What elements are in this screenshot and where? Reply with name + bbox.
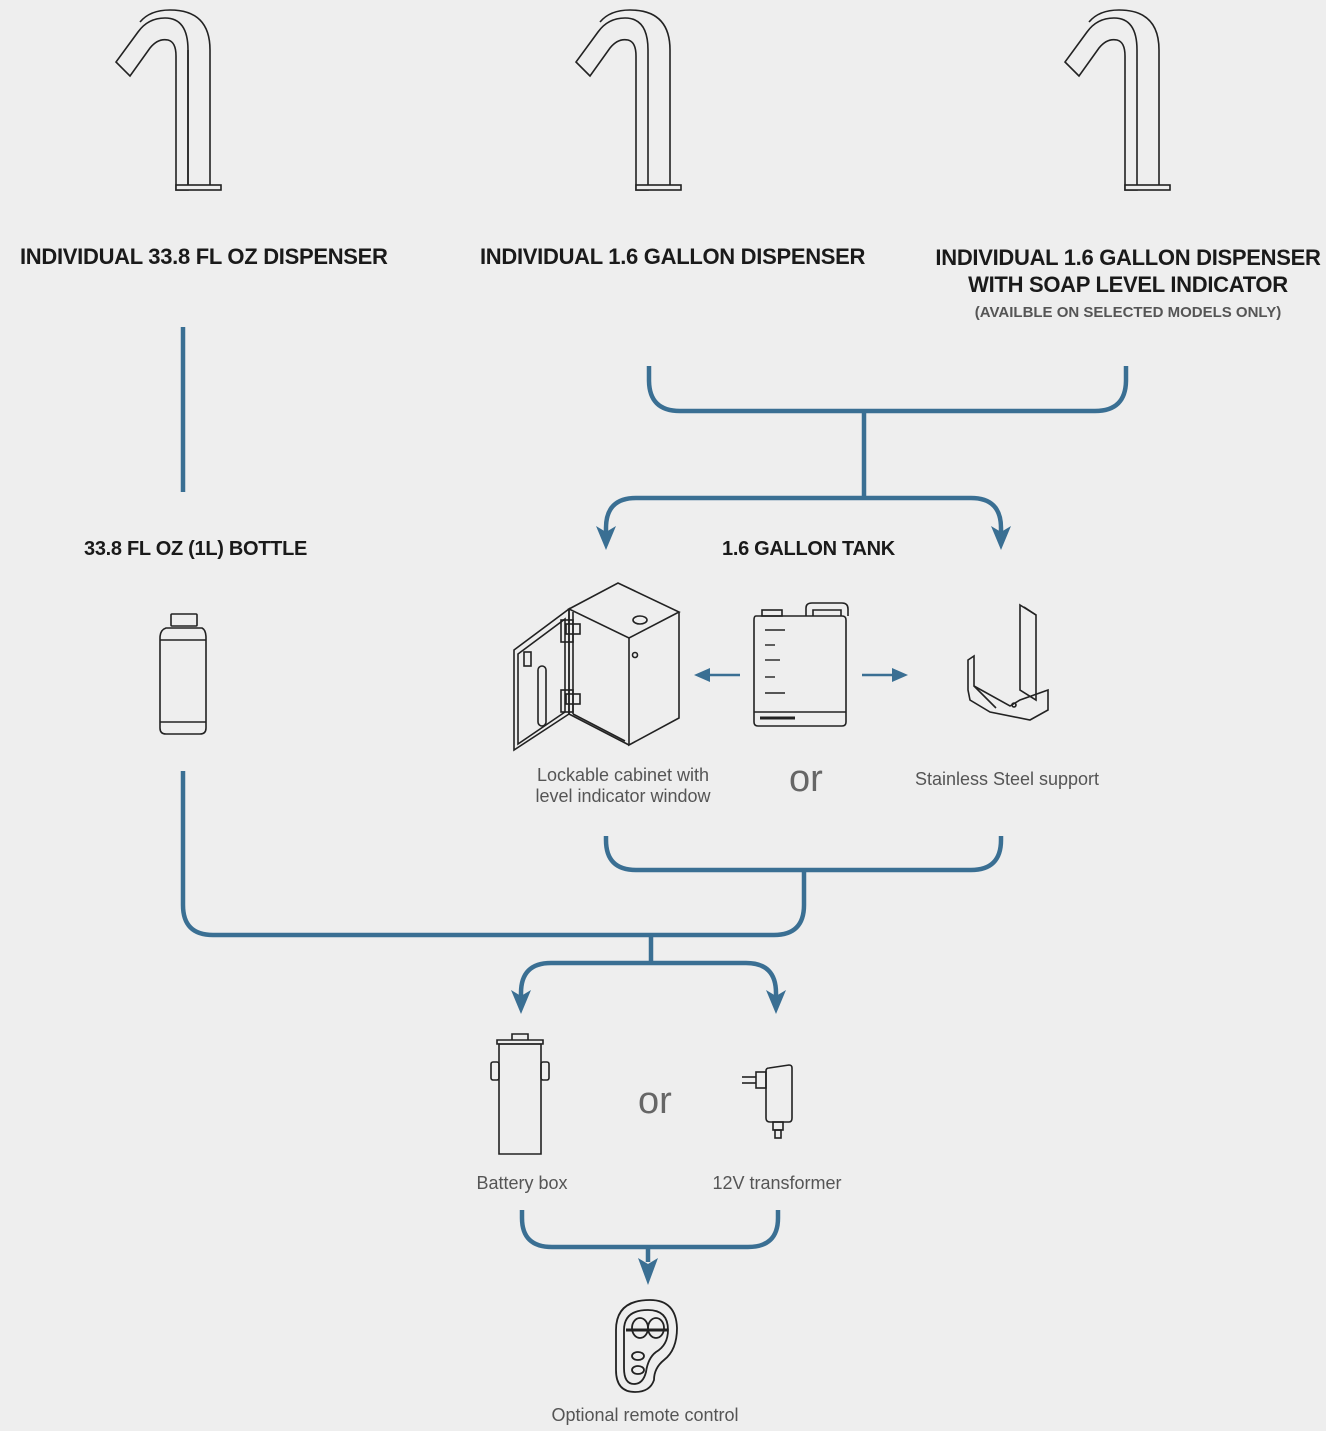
bottle-icon xyxy=(159,613,207,735)
connector-line xyxy=(519,1210,781,1250)
tank-title: 1.6 GALLON TANK xyxy=(722,538,895,560)
arrow-down-icon xyxy=(511,990,531,1014)
faucet-icon xyxy=(1063,9,1171,191)
connector-line xyxy=(518,960,779,996)
connector-line xyxy=(603,836,1004,873)
connector-line xyxy=(180,771,807,938)
support-icon xyxy=(967,603,1049,721)
connector-line xyxy=(646,366,1129,414)
battery-box-icon xyxy=(490,1033,550,1155)
cabinet-label: Lockable cabinet with level indicator wi… xyxy=(508,765,738,807)
cabinet-label-line1: Lockable cabinet with xyxy=(536,765,710,785)
remote-label: Optional remote control xyxy=(551,1405,739,1425)
bottle-title: 33.8 FL OZ (1L) BOTTLE xyxy=(84,538,308,560)
dispenser-indicator-title-line2: WITH SOAP LEVEL INDICATOR xyxy=(968,272,1288,297)
tank-icon xyxy=(753,602,849,727)
faucet-icon xyxy=(114,9,222,191)
faucet-icon xyxy=(574,9,682,191)
arrow-left-icon xyxy=(694,668,740,682)
dispenser-1-6-title: INDIVIDUAL 1.6 GALLON DISPENSER xyxy=(480,244,866,269)
remote-control-icon xyxy=(615,1299,678,1393)
availability-note: (AVAILBLE ON SELECTED MODELS ONLY) xyxy=(974,304,1282,321)
support-label: Stainless Steel support xyxy=(914,769,1100,789)
arrow-down-icon xyxy=(638,1258,658,1285)
arrow-down-icon xyxy=(991,526,1011,550)
cabinet-icon xyxy=(513,582,681,752)
dispenser-indicator-title: INDIVIDUAL 1.6 GALLON DISPENSER WITH SOA… xyxy=(928,244,1326,298)
dispenser-indicator-title-line1: INDIVIDUAL 1.6 GALLON DISPENSER xyxy=(935,245,1321,270)
arrow-right-icon xyxy=(862,668,908,682)
connector-line xyxy=(603,495,1004,532)
transformer-icon xyxy=(742,1064,793,1139)
dispenser-33-title: INDIVIDUAL 33.8 FL OZ DISPENSER xyxy=(20,244,388,269)
cabinet-label-line2: level indicator window xyxy=(535,786,711,806)
arrow-down-icon xyxy=(596,526,616,550)
or-separator: or xyxy=(789,758,823,800)
or-separator: or xyxy=(638,1080,672,1122)
transformer-label: 12V transformer xyxy=(712,1173,842,1193)
arrow-down-icon xyxy=(766,990,786,1014)
battery-box-label: Battery box xyxy=(476,1173,568,1193)
